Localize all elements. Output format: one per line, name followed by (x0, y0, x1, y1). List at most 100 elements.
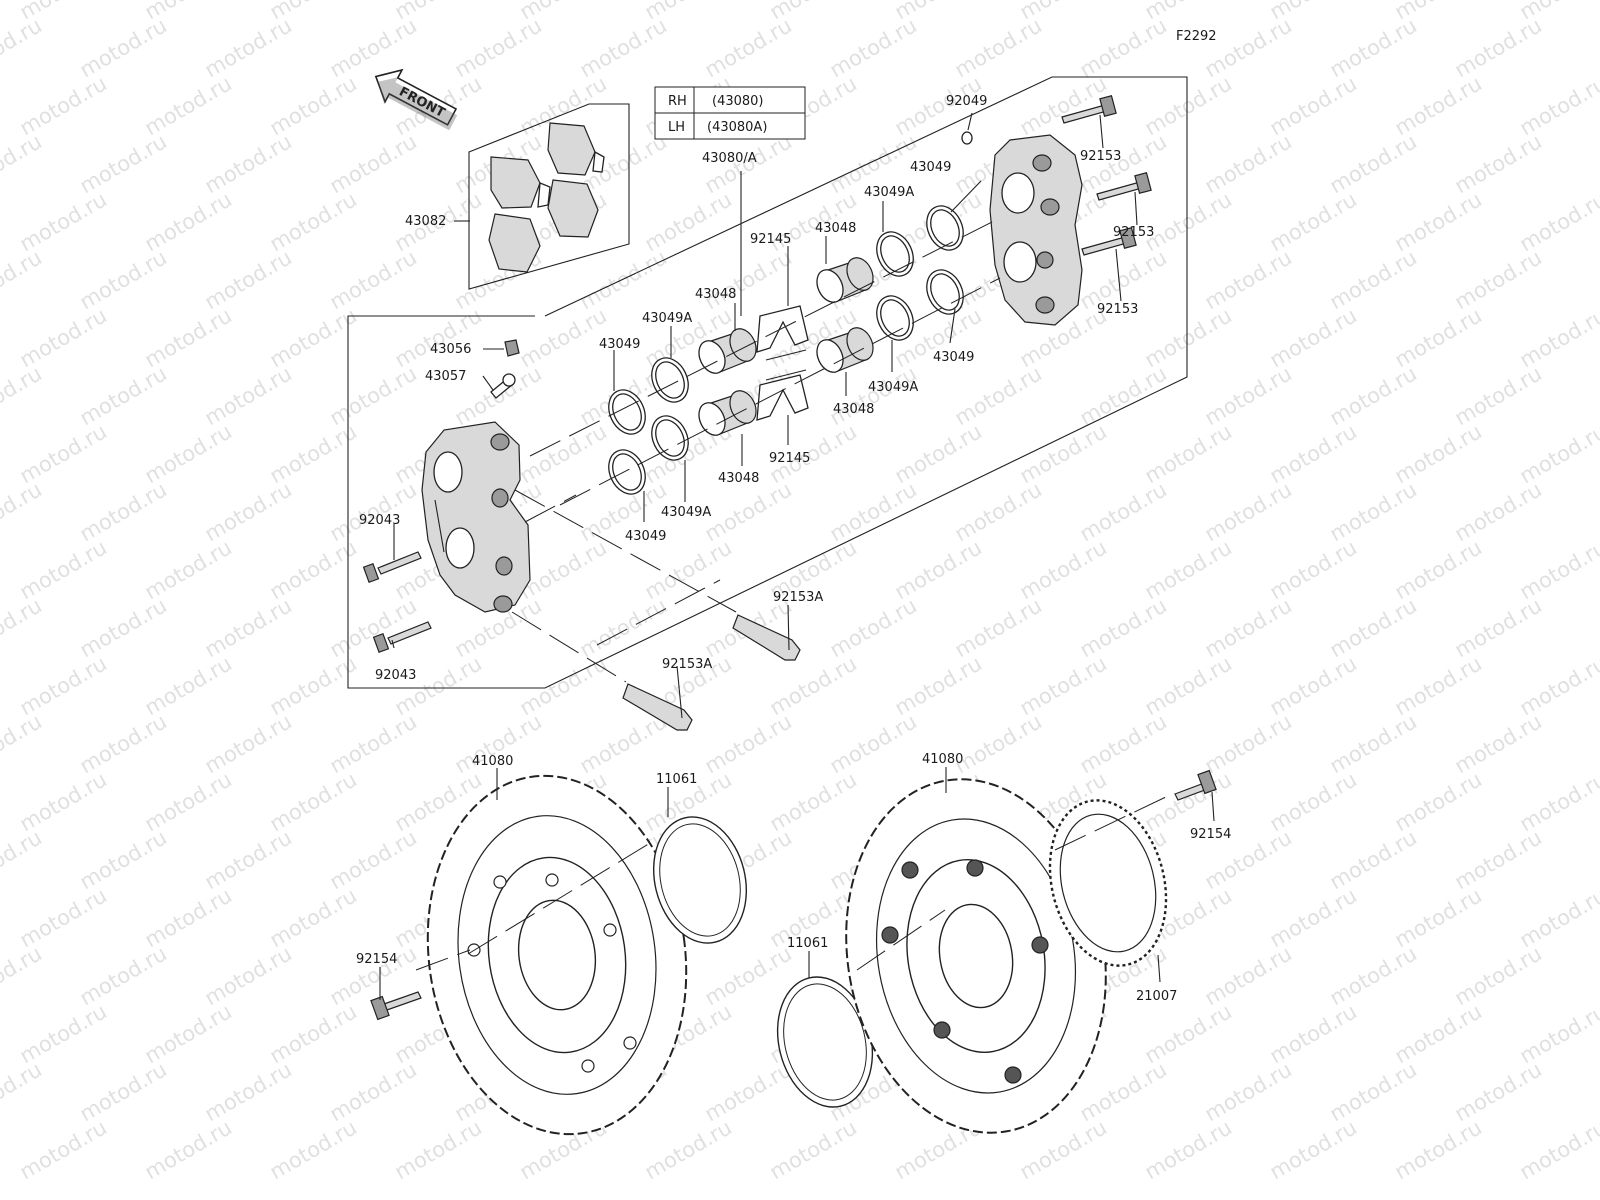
watermark-text: motod.ru (951, 13, 1046, 82)
label-seal-r1: 43049 (910, 160, 951, 175)
label-pin-bolt-2: 92043 (375, 668, 416, 683)
watermark-text: motod.ru (76, 129, 171, 198)
watermark-text: motod.ru (1016, 535, 1111, 604)
watermark-text: motod.ru (1016, 71, 1111, 140)
watermark-text: motod.ru (1016, 419, 1111, 488)
watermark-text: motod.ru (326, 593, 421, 662)
watermark-text: motod.ru (1201, 245, 1296, 314)
watermark-text: motod.ru (0, 593, 46, 662)
watermark-text: motod.ru (201, 477, 296, 546)
watermark-text: motod.ru (951, 709, 1046, 778)
label-piston-r1: 43048 (815, 221, 856, 236)
callout-labels: 43080/A 43082 43056 43057 92049 92153 92… (356, 94, 1231, 1004)
watermark-text: motod.ru (1451, 245, 1546, 314)
watermark-text: motod.ru (1391, 535, 1486, 604)
watermark-text: motod.ru (1391, 767, 1486, 836)
watermark-text: motod.ru (1201, 477, 1296, 546)
watermark-text: motod.ru (1516, 883, 1600, 952)
watermark-text: motod.ru (0, 941, 46, 1010)
watermark-text: motod.ru (951, 361, 1046, 430)
brake-pads (488, 122, 605, 273)
watermark-text: motod.ru (266, 535, 361, 604)
watermark-text: motod.ru (201, 941, 296, 1010)
watermark-text: motod.ru (1141, 419, 1236, 488)
table-row-rh-side: RH (668, 94, 687, 109)
watermark-text: motod.ru (201, 825, 296, 894)
watermark-text: motod.ru (0, 245, 46, 314)
watermark-text: motod.ru (1391, 71, 1486, 140)
brake-disc-right (845, 778, 1107, 1134)
label-pin-bolt-1: 92043 (359, 513, 400, 528)
table-row-rh-part: (43080) (712, 94, 764, 109)
shim-right (776, 976, 874, 1108)
watermark-text: motod.ru (1326, 1057, 1421, 1126)
caliper-assembly-outline (347, 76, 1188, 689)
watermark-text: motod.ru (391, 651, 486, 720)
watermark-text: motod.ru (1391, 651, 1486, 720)
left-caliper-body (421, 421, 531, 613)
watermark-text: motod.ru (1076, 13, 1171, 82)
watermark-text: motod.ru (76, 593, 171, 662)
watermark-text: motod.ru (1326, 709, 1421, 778)
watermark-text: motod.ru (1016, 651, 1111, 720)
watermark-text: motod.ru (326, 477, 421, 546)
watermark-text: motod.ru (1201, 361, 1296, 430)
label-pad-spring-2: 92145 (769, 451, 810, 466)
watermark-text: motod.ru (76, 361, 171, 430)
watermark-text: motod.ru (1141, 303, 1236, 372)
watermark-text: motod.ru (701, 13, 796, 82)
watermark-text: motod.ru (1516, 1115, 1600, 1184)
shim-left (652, 816, 748, 944)
watermark-text: motod.ru (76, 245, 171, 314)
watermark-text: motod.ru (1266, 883, 1361, 952)
watermark-text: motod.ru (1201, 709, 1296, 778)
watermark-text: motod.ru (76, 1057, 171, 1126)
watermark-text: motod.ru (201, 361, 296, 430)
watermark-text: motod.ru (1141, 71, 1236, 140)
watermark-text: motod.ru (0, 477, 46, 546)
watermark-text: motod.ru (826, 13, 921, 82)
watermark-text: motod.ru (951, 593, 1046, 662)
watermark-text: motod.ru (201, 13, 296, 82)
watermark-text: motod.ru (1391, 187, 1486, 256)
watermark-text: motod.ru (1326, 361, 1421, 430)
watermark-text: motod.ru (1201, 1057, 1296, 1126)
watermark-text: motod.ru (701, 245, 796, 314)
label-bolt-a-2: 92153A (662, 657, 712, 672)
watermark-text: motod.ru (76, 941, 171, 1010)
watermark-text: motod.ru (1326, 13, 1421, 82)
watermark-text: motod.ru (1266, 71, 1361, 140)
watermark-text: motod.ru (1266, 535, 1361, 604)
watermark-text: motod.ru (701, 1057, 796, 1126)
label-bleeder-cap: 43056 (430, 342, 471, 357)
label-bleeder-valve: 43057 (425, 369, 466, 384)
watermark-text: motod.ru (326, 1057, 421, 1126)
watermark-text: motod.ru (516, 651, 611, 720)
watermark-text: motod.ru (1141, 651, 1236, 720)
watermark-text: motod.ru (16, 1115, 111, 1184)
label-seal-a-l1: 43049A (642, 311, 692, 326)
watermark-text: motod.ru (391, 1115, 486, 1184)
watermark-text: motod.ru (1266, 419, 1361, 488)
watermark-text: motod.ru (701, 709, 796, 778)
table-row-lh-part: (43080A) (707, 120, 767, 135)
watermark-text: motod.ru (16, 187, 111, 256)
watermark-text: motod.ru (0, 361, 46, 430)
watermark-text: motod.ru (16, 535, 111, 604)
watermark-text: motod.ru (951, 477, 1046, 546)
watermark-text: motod.ru (1516, 187, 1600, 256)
watermark-text: motod.ru (1266, 187, 1361, 256)
watermark-text: motod.ru (826, 593, 921, 662)
watermark-text: motod.ru (516, 303, 611, 372)
watermark-text: motod.ru (641, 187, 736, 256)
sensor-rotor (1048, 799, 1168, 967)
label-shim-left: 11061 (656, 772, 697, 787)
small-parts (490, 131, 973, 399)
watermark-text: motod.ru (576, 13, 671, 82)
watermark-text: motod.ru (266, 651, 361, 720)
watermark-text: motod.ru (266, 999, 361, 1068)
leader-lines (379, 112, 1215, 1000)
watermark-text: motod.ru (576, 245, 671, 314)
watermark-text: motod.ru (1516, 999, 1600, 1068)
